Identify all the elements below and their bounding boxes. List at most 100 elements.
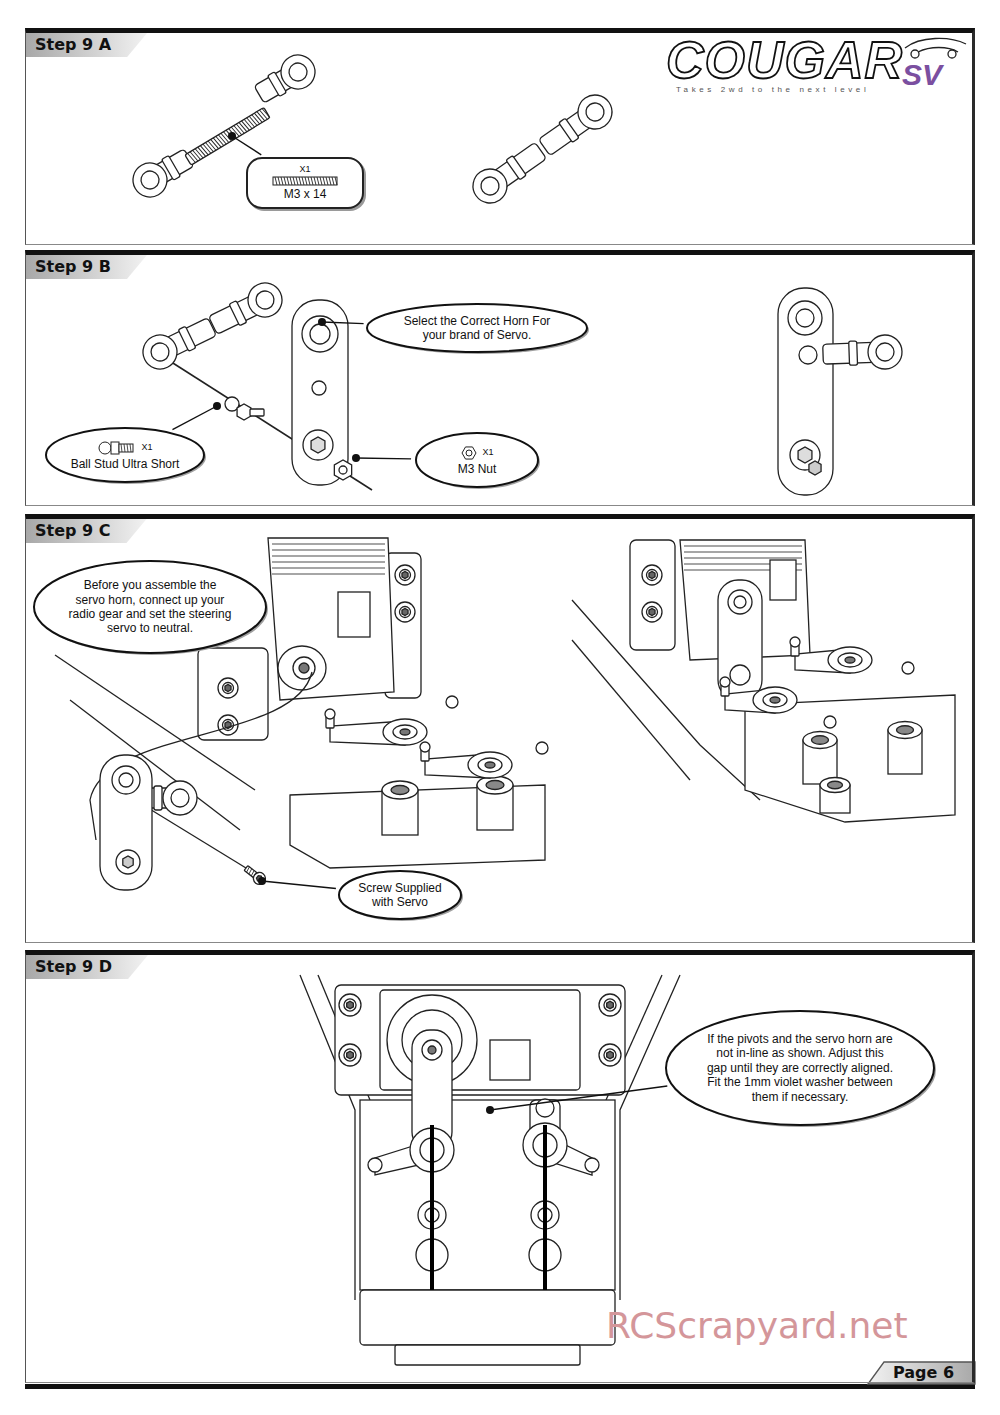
chassis-servo-view xyxy=(446,696,458,708)
step-panel: Step 9 BSelect the Correct Horn For your… xyxy=(25,250,975,506)
part-icon xyxy=(329,177,331,185)
chassis-assembled xyxy=(770,697,780,703)
chassis-assembled xyxy=(828,781,843,789)
chassis-servo-view xyxy=(400,570,411,581)
servo-screw xyxy=(242,863,268,887)
servo-horn xyxy=(292,300,348,485)
chassis-servo-view xyxy=(272,555,385,556)
part-icon xyxy=(273,177,337,185)
quantity-label: X1 xyxy=(482,447,493,458)
horn-assembled xyxy=(788,301,822,335)
m3-nut xyxy=(339,466,347,474)
callout-ellipse xyxy=(415,432,539,488)
chassis-assembled xyxy=(649,609,655,616)
chassis-servo-view xyxy=(272,573,385,574)
chassis-top-view xyxy=(607,1051,614,1059)
leader-line xyxy=(352,454,360,462)
servo-horn xyxy=(119,773,133,787)
chassis-servo-view xyxy=(485,762,495,768)
part-icon xyxy=(317,177,319,185)
rod-end xyxy=(163,781,197,815)
rod-end xyxy=(286,60,311,85)
servo-horn xyxy=(312,381,326,395)
leader-line xyxy=(318,318,326,326)
chassis-assembled xyxy=(642,565,662,585)
servo-horn xyxy=(311,437,325,453)
chassis-servo-view xyxy=(293,657,315,679)
chassis-servo-view xyxy=(468,752,512,778)
chassis-servo-view xyxy=(395,602,415,622)
chassis-top-view xyxy=(604,1049,616,1061)
part-icon xyxy=(130,444,131,452)
chassis-assembled xyxy=(647,607,658,618)
callout-text: Before you assemble the servo horn, conn… xyxy=(68,578,232,636)
chassis-top-view xyxy=(620,975,680,1300)
chassis-top-view xyxy=(543,1125,547,1290)
horn-assembled xyxy=(778,288,833,495)
logo-text: SV xyxy=(902,60,942,90)
leader-line xyxy=(232,136,261,155)
chassis-servo-view xyxy=(393,725,417,739)
part-icon xyxy=(320,177,322,185)
part-icon xyxy=(335,177,337,185)
chassis-assembled xyxy=(790,637,800,647)
chassis-assembled xyxy=(642,602,662,622)
watermark: RCScrapyard.net xyxy=(606,1308,908,1344)
logo-tagline: Takes 2wd to the next level xyxy=(676,86,869,94)
callout-outline xyxy=(666,1011,934,1125)
chassis-assembled xyxy=(734,596,746,608)
chassis-servo-view xyxy=(400,729,410,735)
rod-end xyxy=(822,334,902,371)
part-icon xyxy=(308,177,310,185)
chassis-servo-view xyxy=(400,607,411,618)
part-icon xyxy=(287,177,289,185)
callout-text: M3 Nut xyxy=(434,462,521,476)
chassis-servo-view xyxy=(478,758,502,772)
chassis-assembled xyxy=(728,590,752,614)
chassis-top-view xyxy=(300,975,680,1365)
part-icon xyxy=(296,177,298,185)
chassis-assembled xyxy=(897,726,914,735)
rod-end xyxy=(137,311,219,374)
rod-end xyxy=(849,341,858,365)
rod-end xyxy=(466,162,513,209)
part-icon xyxy=(293,177,295,185)
page-frame xyxy=(25,1362,975,1389)
chassis-assembled xyxy=(649,572,655,579)
chassis-servo-view xyxy=(225,685,231,692)
chassis-servo-view xyxy=(272,567,385,568)
chassis-servo-view xyxy=(278,646,326,690)
rod-end xyxy=(127,143,198,203)
chassis-top-view xyxy=(430,1125,434,1290)
chassis-servo-view xyxy=(395,565,415,585)
part-icon xyxy=(97,439,137,457)
callout-ellipse-box: Select the Correct Horn For your brand o… xyxy=(366,303,588,353)
chassis-servo-view xyxy=(268,538,394,700)
chassis-servo-view xyxy=(402,572,408,579)
chassis-top-view xyxy=(599,994,621,1016)
chassis-servo-view xyxy=(383,719,427,745)
step-title: Step 9 A xyxy=(35,35,111,54)
chassis-assembled xyxy=(684,557,802,558)
chassis-servo-view xyxy=(477,776,513,794)
part-icon xyxy=(311,177,313,185)
part-icon xyxy=(284,177,286,185)
chassis-top-view xyxy=(380,990,580,1090)
part-icon xyxy=(111,442,119,454)
quantity-row: X1 xyxy=(434,444,521,462)
rod-end xyxy=(229,301,247,326)
callout-text: Select the Correct Horn For your brand o… xyxy=(400,314,555,343)
chassis-assembled xyxy=(838,653,862,667)
part-icon xyxy=(278,177,280,185)
threaded-rod xyxy=(262,107,270,118)
step-tab: Step 9 D xyxy=(26,955,148,979)
rod-end xyxy=(178,326,196,351)
part-icon xyxy=(272,175,338,187)
chassis-servo-view xyxy=(338,592,370,637)
part-icon xyxy=(299,177,301,185)
part-icon xyxy=(314,177,316,185)
part-icon xyxy=(124,444,125,452)
step-title: Step 9 D xyxy=(35,957,112,976)
rod-end xyxy=(253,288,277,312)
chassis-top-view xyxy=(599,1044,621,1066)
